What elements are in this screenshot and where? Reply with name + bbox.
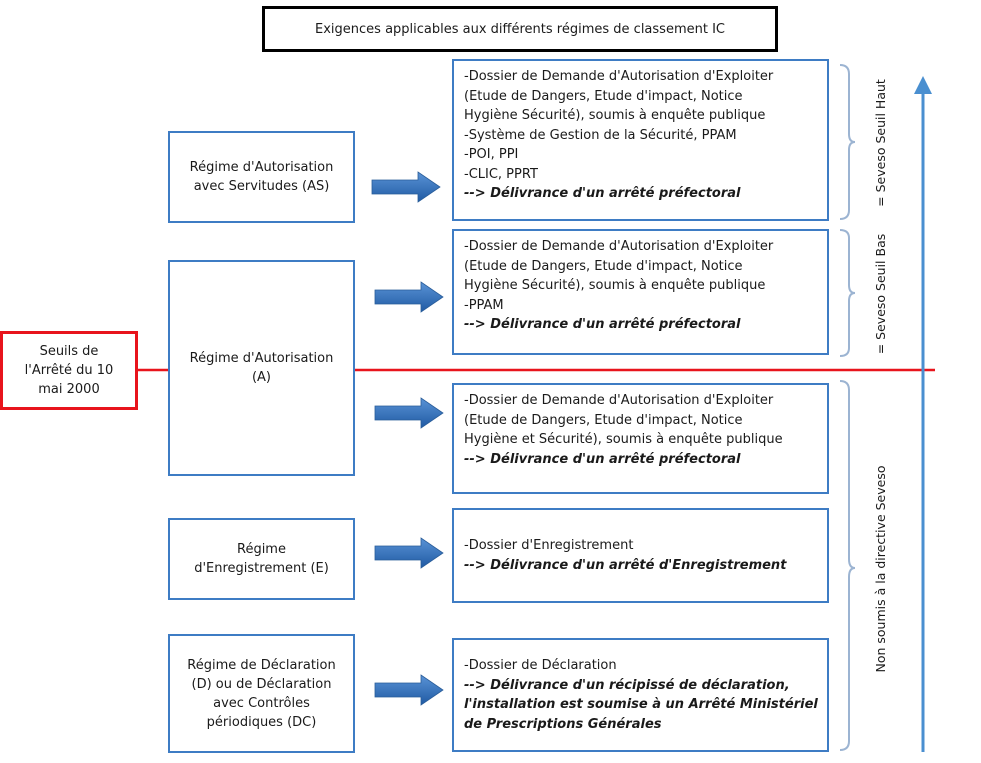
arrow-a-low — [374, 397, 444, 429]
non-seveso-label: Non soumis à la directive Seveso — [873, 465, 888, 673]
requirement-line: -Dossier d'Enregistrement — [464, 538, 634, 553]
requirement-outcome: --> Délivrance d'un récipissé de déclara… — [464, 677, 790, 693]
diagram-title: Exigences applicables aux différents rég… — [262, 6, 778, 52]
requirement-line: -POI, PPI — [464, 147, 519, 162]
threshold-box: Seuils de l'Arrêté du 10 mai 2000 — [0, 331, 138, 410]
requirement-line: (Etude de Dangers, Etude d'impact, Notic… — [464, 258, 743, 274]
requirement-outcome: de Prescriptions Générales — [464, 716, 662, 732]
severity-axis-arrowhead — [914, 76, 932, 94]
requirement-line: -CLIC, PPRT — [464, 166, 538, 182]
seveso-seuil-bas-label: = Seveso Seuil Bas — [873, 233, 888, 355]
requirements-d-box: -Dossier de Déclaration --> Délivrance d… — [452, 638, 829, 752]
seveso-seuil-haut-label: = Seveso Seuil Haut — [873, 79, 888, 207]
regime-e-box: Régime d'Enregistrement (E) — [168, 518, 355, 600]
requirement-line: -Dossier de Demande d'Autorisation d'Exp… — [464, 69, 774, 84]
requirement-line: (Etude de Dangers, Etude d'impact, Notic… — [464, 88, 743, 104]
requirement-outcome: --> Délivrance d'un arrêté préfectoral — [464, 317, 741, 332]
bracket-seuil-haut — [839, 64, 856, 220]
requirement-line: (Etude de Dangers, Etude d'impact, Notic… — [464, 412, 743, 428]
requirement-line: -Dossier de Déclaration — [464, 658, 617, 673]
bracket-non-seveso — [839, 380, 856, 751]
regime-a-box: Régime d'Autorisation (A) — [168, 260, 355, 476]
requirements-e-box: -Dossier d'Enregistrement --> Délivrance… — [452, 508, 829, 603]
arrow-e — [374, 537, 444, 569]
requirements-a-low-box: -Dossier de Demande d'Autorisation d'Exp… — [452, 383, 829, 494]
requirement-line: -Dossier de Demande d'Autorisation d'Exp… — [464, 393, 774, 408]
requirement-line: -PPAM — [464, 297, 504, 313]
requirement-line: Hygiène Sécurité), soumis à enquête publ… — [464, 278, 766, 293]
requirement-outcome: --> Délivrance d'un arrêté préfectoral — [464, 451, 741, 467]
arrow-d — [374, 674, 444, 706]
requirements-as-box: -Dossier de Demande d'Autorisation d'Exp… — [452, 59, 829, 221]
requirement-line: -Dossier de Demande d'Autorisation d'Exp… — [464, 239, 774, 254]
arrow-a-high — [374, 281, 444, 313]
bracket-seuil-bas — [839, 229, 856, 357]
requirement-outcome: --> Délivrance d'un arrêté d'Enregistrem… — [464, 557, 787, 573]
arrow-as — [371, 171, 441, 203]
requirement-outcome: l'installation est soumise à un Arrêté M… — [464, 697, 818, 712]
requirement-outcome: --> Délivrance d'un arrêté préfectoral — [464, 186, 741, 201]
requirement-line: Hygiène Sécurité), soumis à enquête publ… — [464, 108, 766, 123]
requirements-a-high-box: -Dossier de Demande d'Autorisation d'Exp… — [452, 229, 829, 355]
regime-as-box: Régime d'Autorisation avec Servitudes (A… — [168, 131, 355, 223]
requirement-line: -Système de Gestion de la Sécurité, PPAM — [464, 127, 737, 143]
requirement-line: Hygiène et Sécurité), soumis à enquête p… — [464, 432, 783, 447]
regime-d-box: Régime de Déclaration (D) ou de Déclarat… — [168, 634, 355, 753]
